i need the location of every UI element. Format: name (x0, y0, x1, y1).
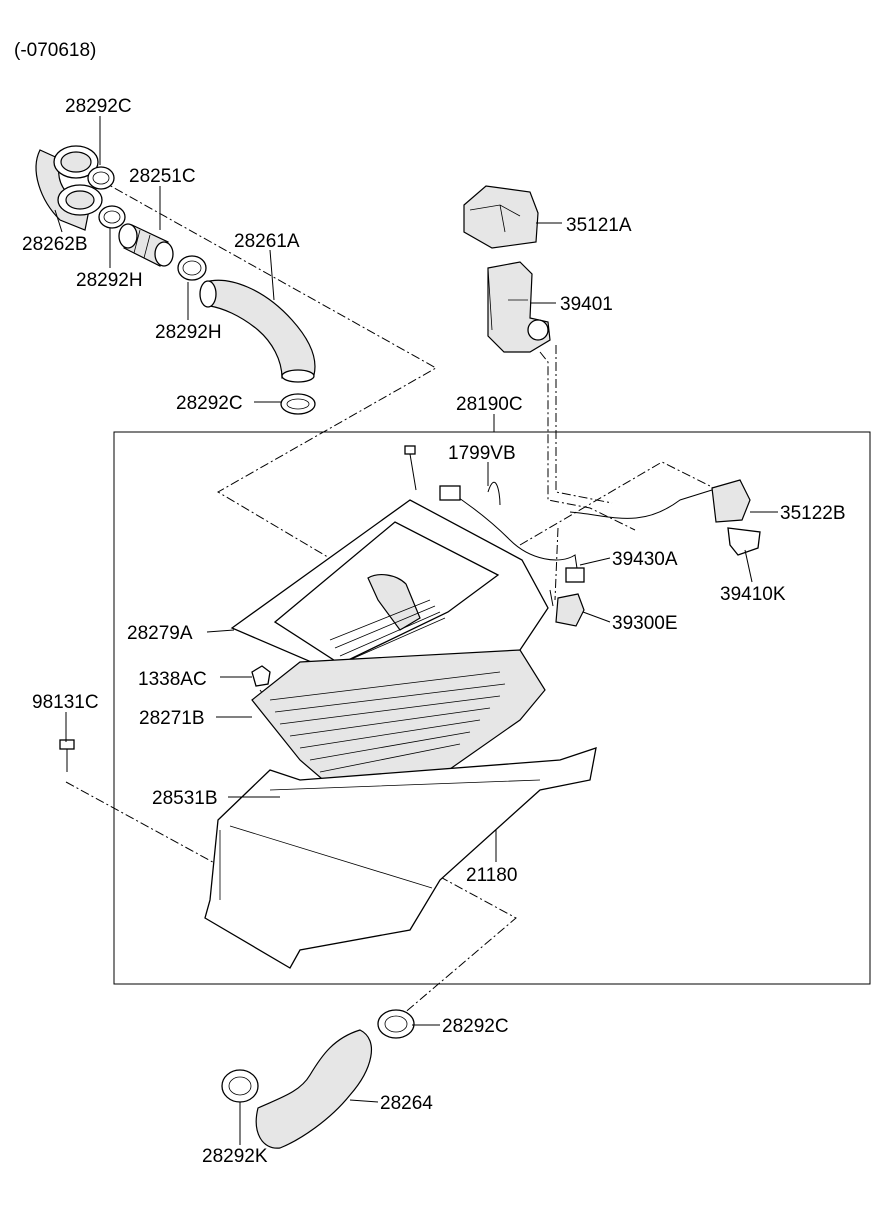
label-35122B: 35122B (780, 503, 846, 524)
hose-28261A (199, 279, 316, 383)
label-28190C: 28190C (456, 394, 523, 415)
hose-28262B (35, 145, 103, 231)
label-28531B: 28531B (152, 788, 218, 809)
clamp-28292K (221, 1069, 259, 1103)
label-28292C-bottom: 28292C (442, 1016, 509, 1037)
bracket-21180 (204, 747, 597, 969)
clamp-28292C-top (87, 166, 115, 190)
label-28292H-b: 28292H (155, 322, 222, 343)
label-28292C-mid: 28292C (176, 393, 243, 414)
cover-35121A (463, 185, 539, 249)
bolt-98131C (59, 739, 75, 772)
sensor-35122B (569, 479, 751, 523)
label-98131C: 98131C (32, 692, 99, 713)
clamp-28292H-a (98, 205, 126, 229)
hose-28264 (255, 1029, 373, 1149)
label-28262B: 28262B (22, 234, 88, 255)
hose-28251C (118, 223, 174, 267)
label-28271B: 28271B (139, 708, 205, 729)
label-39300E: 39300E (612, 613, 678, 634)
label-1799VB: 1799VB (448, 443, 516, 464)
sensor-39300E (549, 589, 585, 627)
bolt-1799VB (404, 445, 417, 491)
cover-plate-28279A (230, 499, 549, 701)
label-28279A: 28279A (127, 623, 193, 644)
nut-1338AC (251, 665, 271, 687)
label-35121A: 35121A (566, 215, 632, 236)
assembly-frame (113, 431, 871, 985)
label-28292H-a: 28292H (76, 270, 143, 291)
label-28292C-top: 28292C (65, 96, 132, 117)
leader-lines (54, 116, 778, 1145)
label-39430A: 39430A (612, 549, 678, 570)
valve-39401 (487, 261, 551, 353)
clamp-28292C-bottom (377, 1009, 415, 1039)
part-labels: 28292C 28251C 28261A 28262B 28292H 28292… (22, 96, 846, 1167)
bracket-39410K (727, 527, 761, 556)
label-39410K: 39410K (720, 584, 786, 605)
label-39401: 39401 (560, 294, 613, 315)
label-28261A: 28261A (234, 231, 300, 252)
label-28251C: 28251C (129, 166, 196, 187)
label-21180: 21180 (466, 865, 517, 886)
revision-note: (-070618) (14, 40, 96, 61)
label-1338AC: 1338AC (138, 669, 207, 690)
label-28264: 28264 (380, 1093, 433, 1114)
label-28292K: 28292K (202, 1146, 268, 1167)
harness-39430A (439, 481, 585, 583)
clamp-28292H-b (177, 255, 207, 281)
clamp-28292C-mid (280, 393, 316, 415)
